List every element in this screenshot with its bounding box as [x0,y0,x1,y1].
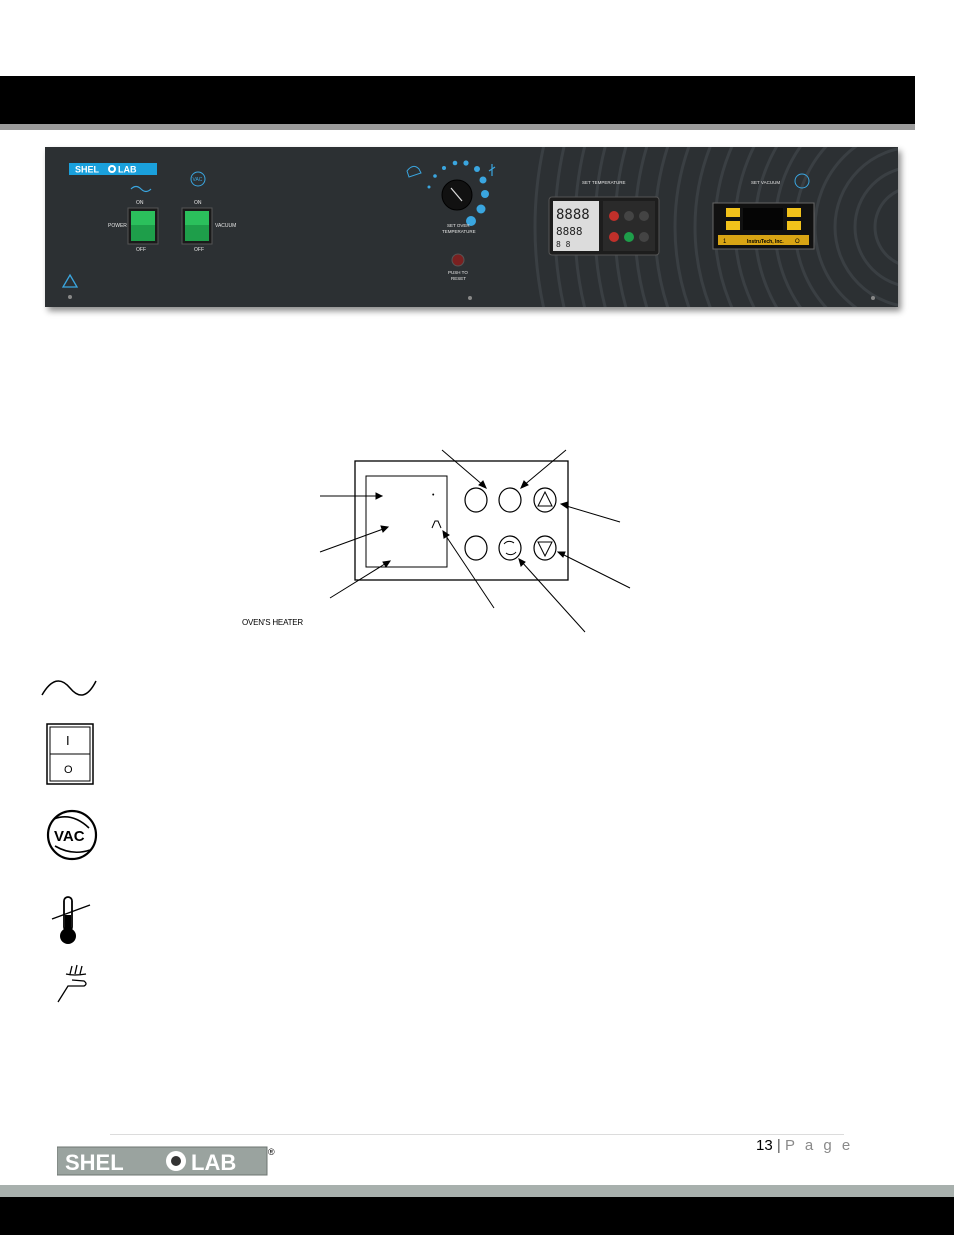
svg-text:O: O [64,764,73,776]
controller-button[interactable] [624,232,634,242]
hand-icon [406,165,422,178]
svg-text:LAB: LAB [118,165,137,175]
svg-text:OFF: OFF [136,247,146,253]
page-number: 13 | P a g e [756,1137,853,1154]
ac-power-icon [130,185,152,193]
svg-text:VAC: VAC [54,828,85,845]
warning-icon [61,273,79,288]
controller-button[interactable] [609,211,619,221]
diagram-button-2 [498,487,522,513]
controller-down-button[interactable] [639,232,649,242]
diagram-button-3 [464,535,488,561]
svg-text:OFF: OFF [194,247,204,253]
svg-text:ON: ON [194,200,202,206]
dial-scale [427,160,489,226]
controller-up-button[interactable] [639,211,649,221]
over-temperature-symbol-icon [51,896,91,944]
power-switch-symbol-icon: I O [46,723,94,785]
svg-text:POWER: POWER [108,223,127,229]
vac-badge-icon [794,173,810,189]
cycle-icon [503,540,517,556]
reset-hand-symbol-icon [57,964,87,1003]
down-arrow-icon [537,541,553,558]
controller-button[interactable] [624,211,634,221]
svg-text:1: 1 [723,239,727,245]
diagram-button-1 [464,487,488,513]
svg-text:SHEL: SHEL [65,1150,124,1175]
svg-text:®: ® [268,1147,275,1157]
footer-band [0,1185,954,1197]
svg-text:SET VACUUM: SET VACUUM [751,180,780,185]
svg-text:LAB: LAB [191,1150,236,1175]
diagram-cycle-button [498,535,522,561]
footer-bar [0,1197,954,1235]
heater-indicator-icon [431,520,442,529]
vac-badge-icon: VAC [190,171,206,187]
controller-diagram: • [319,449,631,633]
page-number-value: 13 [756,1137,773,1154]
svg-text:O: O [795,239,800,245]
svg-text:VACUUM: VACUUM [215,223,236,229]
controller-button[interactable] [609,232,619,242]
svg-text:PUSH TO: PUSH TO [448,270,468,275]
svg-text:TEMPERATURE: TEMPERATURE [442,229,476,234]
svg-text:SET TEMPERATURE: SET TEMPERATURE [582,180,626,185]
svg-text:VAC: VAC [193,177,203,183]
svg-text:8888: 8888 [556,207,590,223]
svg-text:8 8: 8 8 [556,240,571,249]
page-separator: | [776,1137,781,1154]
svg-text:8888: 8888 [556,225,583,238]
footer-brand-logo: SHEL LAB ® [57,1146,275,1176]
vac-symbol-icon: VAC [46,809,98,861]
footer-rule [110,1134,844,1135]
temperature-controller: 8888 8888 8 8 [548,196,660,256]
svg-text:•: • [432,492,435,499]
svg-text:RESET: RESET [451,276,466,281]
panel-brand-logo: SHEL LAB [69,163,157,175]
header-rule [0,124,915,130]
svg-text:I: I [66,733,70,748]
svg-text:InstruTech, Inc.: InstruTech, Inc. [747,239,784,245]
push-to-reset-button[interactable] [451,253,465,267]
vacuum-gauge: 1 InstruTech, Inc. O [712,202,815,250]
heater-label: OVEN'S HEATER [242,618,304,627]
ac-power-symbol-icon [41,680,97,696]
svg-text:ON: ON [136,200,144,206]
svg-text:SET OVER: SET OVER [447,223,470,228]
svg-text:SHEL: SHEL [75,165,100,175]
leader-lines [319,449,631,633]
thermometer-icon [488,164,496,176]
display-window [365,475,448,568]
control-panel-photo: SHEL LAB VAC ON POWER OFF ON VACUUM OFF [45,147,898,307]
page-word: P a g e [784,1137,854,1154]
up-arrow-icon [537,490,553,507]
header-bar [0,76,915,124]
